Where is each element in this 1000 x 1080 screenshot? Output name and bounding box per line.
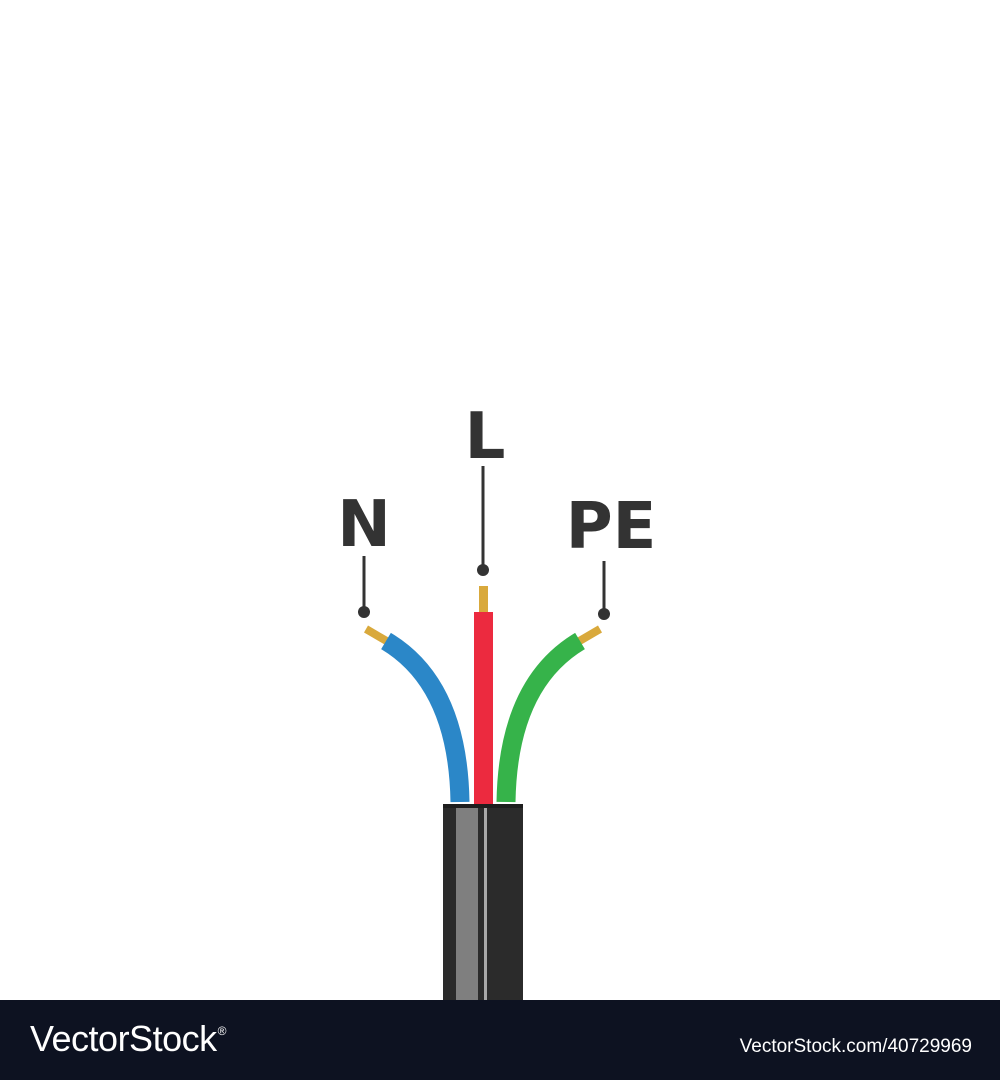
wire-diagram: N L PE [337, 400, 657, 1000]
wire-neutral [363, 625, 470, 803]
wire-live [474, 586, 493, 804]
leader-live [477, 466, 489, 576]
label-neutral: N [337, 488, 391, 562]
footer-bar: VectorStock® VectorStock.com/40729969 [0, 1000, 1000, 1080]
image-id: VectorStock.com/40729969 [739, 1036, 972, 1057]
cable-sheath [443, 804, 523, 1000]
leader-neutral [358, 556, 370, 618]
trademark-mark: ® [217, 1024, 227, 1038]
label-live: L [465, 400, 506, 474]
leader-earth [598, 561, 610, 620]
brand-name: VectorStock [30, 1018, 217, 1059]
label-earth: PE [566, 490, 657, 564]
brand-logo: VectorStock® [30, 1018, 226, 1060]
wire-earth [496, 625, 603, 803]
